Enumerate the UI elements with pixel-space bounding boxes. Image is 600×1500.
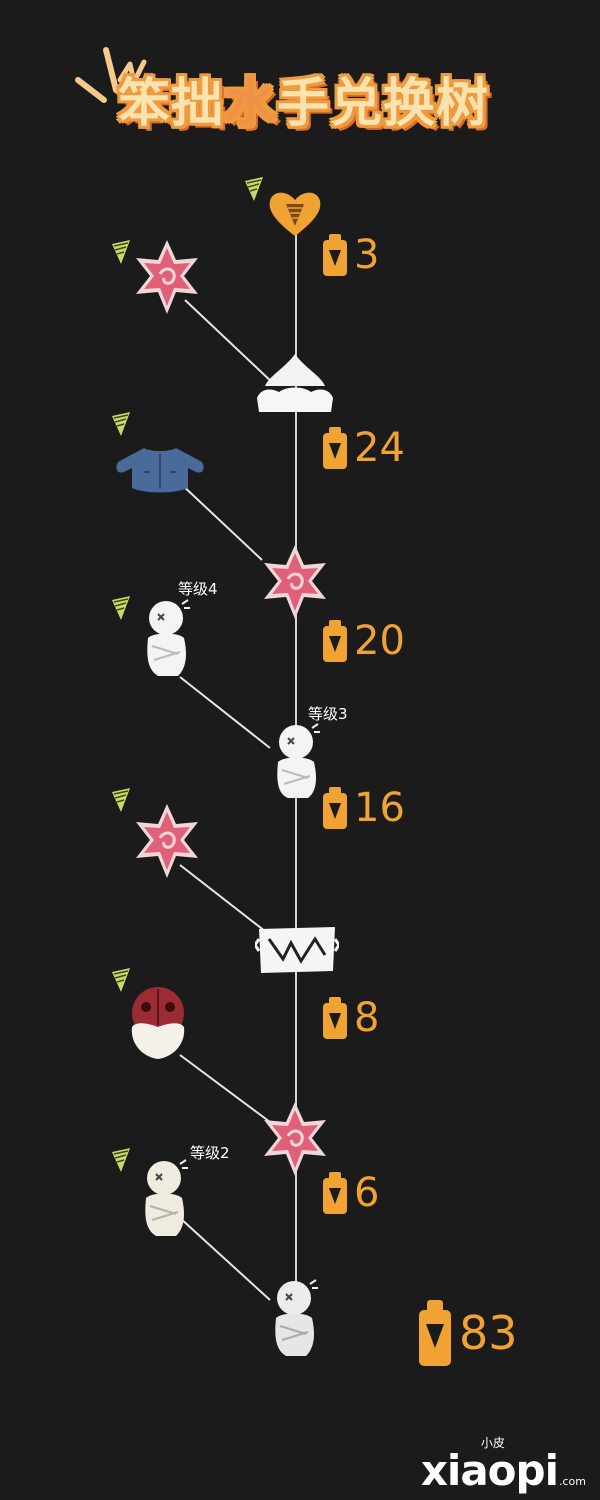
title-area: 笨拙水手兑换树 — [70, 30, 540, 160]
cost-label: 3 — [320, 232, 379, 278]
map-icon[interactable] — [255, 925, 339, 975]
heart-icon[interactable] — [266, 188, 324, 238]
spell-icon[interactable] — [262, 1100, 328, 1178]
season-pass-icon — [112, 788, 130, 812]
connector-line — [179, 864, 271, 936]
spell-icon[interactable] — [134, 238, 200, 316]
page-title: 笨拙水手兑换树 — [118, 74, 490, 134]
connector-line — [184, 299, 276, 386]
candle-icon — [323, 427, 347, 469]
cost-label: 24 — [320, 425, 405, 471]
connector-line — [179, 1054, 271, 1123]
season-pass-icon — [112, 968, 130, 992]
total-cost: 83 — [415, 1298, 518, 1368]
connector-line — [179, 482, 263, 561]
connector-line — [179, 676, 271, 749]
connector-line — [179, 1217, 271, 1301]
watermark: 小皮 xia o pi .com — [420, 1436, 586, 1495]
cost-label: 6 — [320, 1170, 379, 1216]
candle-icon — [323, 997, 347, 1039]
expression-icon[interactable] — [268, 722, 324, 800]
season-pass-icon — [112, 596, 130, 620]
cost-label: 16 — [320, 785, 405, 831]
level-label: 等级3 — [308, 705, 348, 723]
expression-icon[interactable] — [266, 1278, 322, 1358]
candle-icon — [419, 1300, 451, 1366]
spell-icon[interactable] — [134, 802, 200, 880]
candle-icon — [323, 1172, 347, 1214]
expression-icon[interactable] — [136, 1158, 192, 1238]
candle-icon — [323, 787, 347, 829]
season-pass-icon — [112, 1148, 130, 1172]
cape-icon[interactable] — [114, 444, 206, 494]
title-sparkle-icon — [75, 47, 147, 103]
cost-label: 8 — [320, 995, 379, 1041]
season-pass-icon — [112, 240, 130, 264]
candle-icon — [323, 234, 347, 276]
candle-icon — [323, 620, 347, 662]
season-pass-icon — [245, 177, 263, 201]
spell-icon[interactable] — [262, 543, 328, 621]
hair-icon[interactable] — [255, 352, 335, 416]
expression-icon[interactable] — [138, 598, 194, 678]
cost-label: 20 — [320, 618, 405, 664]
season-pass-icon — [112, 412, 130, 436]
level-label: 等级4 — [178, 580, 218, 598]
mask-icon[interactable] — [128, 985, 188, 1061]
level-label: 等级2 — [190, 1144, 230, 1162]
